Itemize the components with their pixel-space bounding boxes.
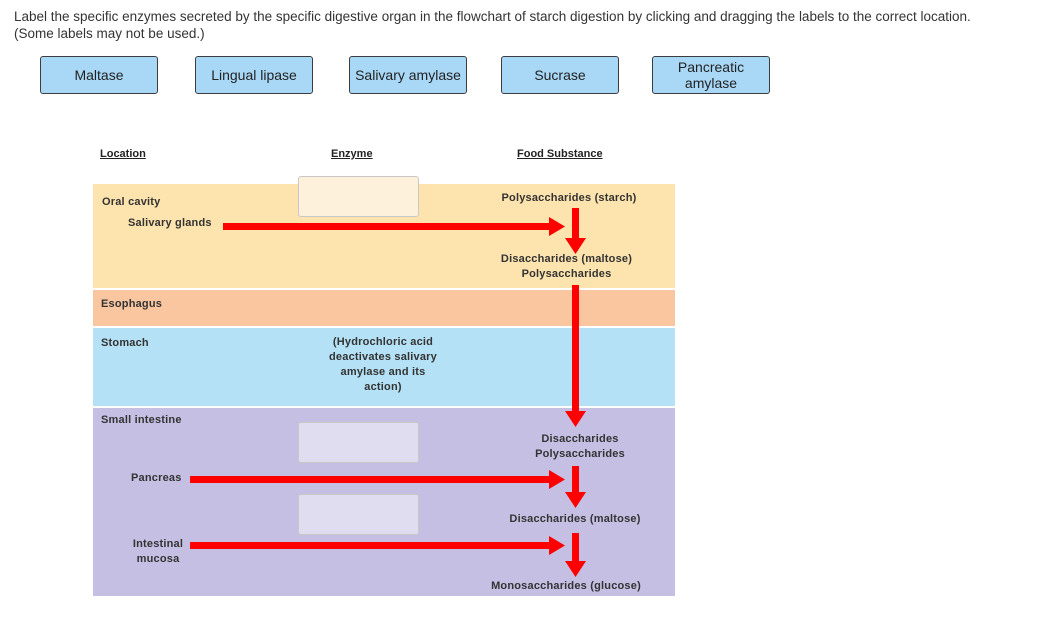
- label-lingual-lipase[interactable]: Lingual lipase: [195, 56, 313, 94]
- food-polysaccharides-2: Polysaccharides: [535, 448, 625, 460]
- arrow-mucosa-horizontal: [190, 542, 551, 549]
- food-monosaccharides-glucose: Monosaccharides (glucose): [491, 580, 641, 592]
- food-polysaccharides: Polysaccharides: [521, 268, 612, 280]
- food-disaccharides-maltose: Disaccharides (maltose): [500, 253, 633, 265]
- stomach-note-line2: deactivates salivary: [329, 351, 437, 363]
- organ-salivary-glands: Salivary glands: [128, 217, 212, 229]
- instructions-text: Label the specific enzymes secreted by t…: [14, 9, 971, 41]
- organ-intestinal-mucosa: Intestinal mucosa: [122, 537, 194, 567]
- food-disaccharides: Disaccharides: [541, 433, 619, 445]
- arrow-long-vertical-head: [565, 411, 586, 427]
- food-small-intestine-input: Disaccharides Polysaccharides: [500, 432, 660, 462]
- food-polysaccharides-starch: Polysaccharides (starch): [501, 192, 637, 204]
- arrow-mucosa-head: [549, 536, 565, 555]
- label-salivary-amylase[interactable]: Salivary amylase: [349, 56, 467, 94]
- header-location: Location: [100, 148, 146, 160]
- dropzone-salivary-enzyme[interactable]: [298, 176, 419, 217]
- location-oral-cavity: Oral cavity: [102, 196, 161, 208]
- label-sucrase[interactable]: Sucrase: [501, 56, 619, 94]
- location-stomach: Stomach: [101, 337, 149, 349]
- label-maltase[interactable]: Maltase: [40, 56, 158, 94]
- food-oral-output: Disaccharides (maltose) Polysaccharides: [484, 252, 649, 282]
- arrow-salivary-head: [549, 217, 565, 236]
- arrow-pancreas-vertical-head: [565, 492, 586, 508]
- stomach-note-line3: amylase and its: [340, 366, 426, 378]
- location-esophagus: Esophagus: [101, 298, 163, 310]
- arrow-pancreas-vertical: [572, 466, 579, 494]
- header-food-substance: Food Substance: [517, 148, 603, 160]
- header-enzyme: Enzyme: [331, 148, 373, 160]
- arrow-mucosa-vertical-head: [565, 561, 586, 577]
- organ-pancreas: Pancreas: [131, 472, 182, 484]
- stomach-note-line1: (Hydrochloric acid: [332, 336, 434, 348]
- dropzone-mucosa-enzyme[interactable]: [298, 494, 419, 535]
- arrow-mucosa-vertical: [572, 533, 579, 563]
- dropzone-pancreas-enzyme[interactable]: [298, 422, 419, 463]
- arrow-pancreas-head: [549, 470, 565, 489]
- stomach-note: (Hydrochloric acid deactivates salivary …: [313, 335, 453, 395]
- arrow-pancreas-horizontal: [190, 476, 551, 483]
- arrow-oral-vertical-head: [565, 238, 586, 254]
- organ-intestinal-mucosa-line2: mucosa: [136, 553, 180, 565]
- location-small-intestine: Small intestine: [101, 414, 182, 426]
- label-pancreatic-amylase[interactable]: Pancreatic amylase: [652, 56, 770, 94]
- arrow-oral-vertical: [572, 208, 579, 241]
- organ-intestinal-mucosa-line1: Intestinal: [132, 538, 184, 550]
- arrow-salivary-horizontal: [223, 223, 551, 230]
- food-disaccharides-maltose-2: Disaccharides (maltose): [509, 513, 641, 525]
- arrow-long-vertical: [572, 285, 579, 413]
- stomach-note-line4: action): [364, 381, 402, 393]
